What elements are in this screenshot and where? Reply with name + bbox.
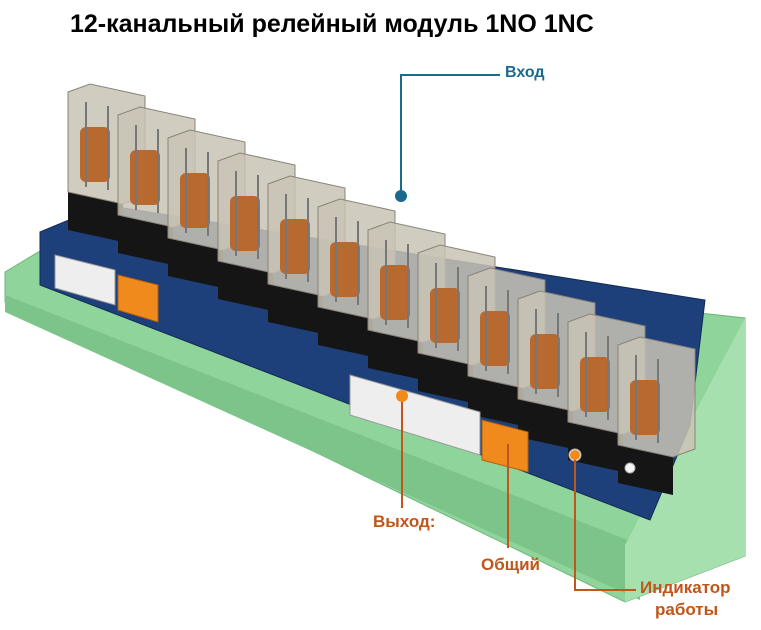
relay: [617, 336, 696, 495]
relay-base: [268, 284, 323, 334]
relay-coil: [280, 219, 310, 274]
terminal-block-output: [349, 374, 481, 456]
relay-base: [68, 192, 123, 242]
indicator-callout-line: [574, 455, 636, 591]
relay-coil: [130, 150, 160, 205]
relay-base: [468, 376, 523, 426]
terminal-orange-left: [117, 274, 159, 323]
led-2: [624, 462, 636, 474]
relay-coil: [580, 357, 610, 412]
relay-base: [168, 238, 223, 288]
output-label: Выход:: [373, 512, 436, 531]
relay-base: [518, 399, 573, 449]
common-label: Общий: [481, 555, 540, 574]
relay-coil: [230, 196, 260, 251]
indicator-label-line1: Индикатор: [640, 578, 731, 597]
relay-coil: [330, 242, 360, 297]
terminal-block-left: [54, 254, 116, 306]
input-callout-dot: [395, 190, 407, 202]
relay-base: [368, 330, 423, 380]
relay-base: [118, 215, 173, 265]
page-title: 12-канальный релейный модуль 1NO 1NC: [70, 10, 594, 38]
input-label: Вход: [505, 64, 545, 81]
common-callout-dot: [502, 432, 514, 444]
relay-base: [418, 353, 473, 403]
relay-base: [318, 307, 373, 357]
relay-group: [67, 83, 696, 495]
din-rail-lip: [5, 295, 640, 600]
relay-base: [218, 261, 273, 311]
relay-coil: [630, 380, 660, 435]
relay-coil: [180, 173, 210, 228]
input-callout-line: [400, 74, 500, 196]
relay-base: [618, 445, 673, 495]
relay-coil: [430, 288, 460, 343]
indicator-callout-dot: [570, 450, 580, 460]
terminal-orange-common: [481, 419, 529, 473]
output-callout-dot: [396, 390, 408, 402]
relay-coil: [80, 127, 110, 182]
relay-coil: [480, 311, 510, 366]
relay-base: [568, 422, 623, 472]
indicator-label-line2: работы: [655, 600, 719, 619]
din-rail-end: [625, 318, 745, 602]
relay-coil: [380, 265, 410, 320]
relay-coil: [530, 334, 560, 389]
